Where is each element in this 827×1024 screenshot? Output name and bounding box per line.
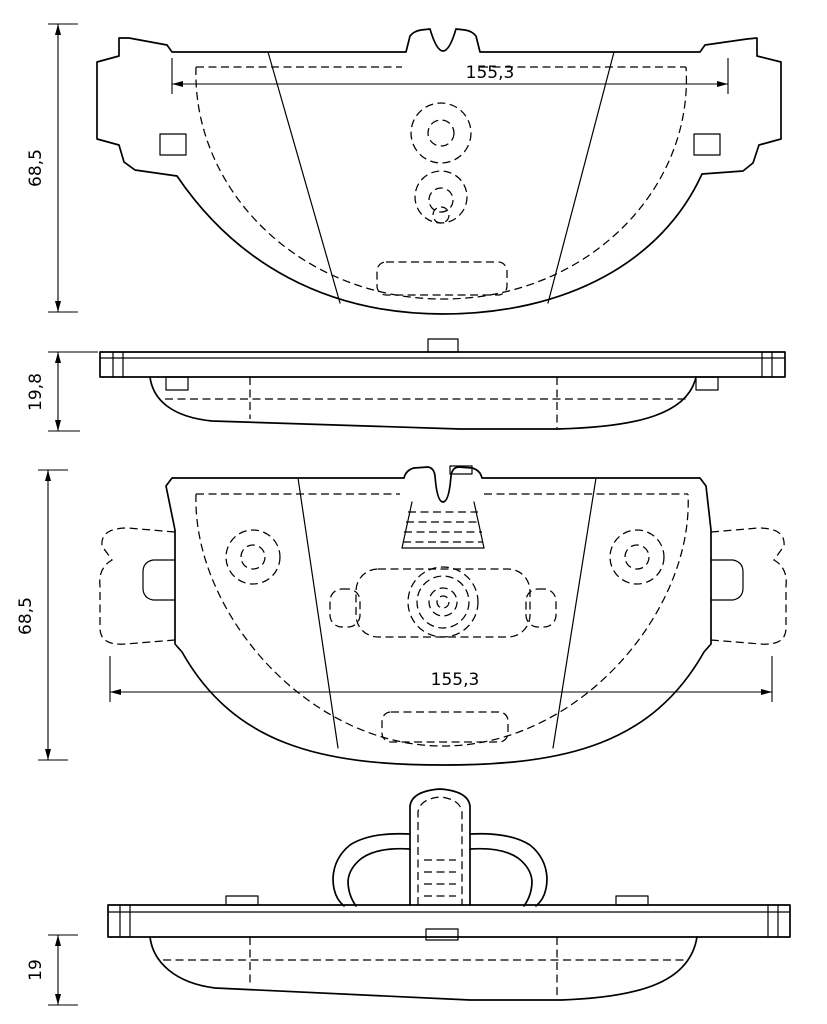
dimension-label-thickness: 19 [26, 959, 46, 981]
lug-guide-hidden-lines [403, 511, 483, 543]
backplate-end-steps [112, 351, 773, 378]
dimension-label-height: 68,5 [16, 597, 36, 635]
backplate-bar [99, 351, 786, 378]
extension-lines [38, 469, 68, 761]
sensor-hole-left-outer [225, 529, 281, 585]
friction-material-profile [149, 376, 697, 430]
hole-inner-top [427, 119, 455, 147]
side-tab-right [695, 376, 719, 391]
height-dimension-left: 68,5 [16, 469, 68, 761]
backplate-outline [96, 28, 782, 315]
thickness-dimension: 19 [26, 934, 78, 1006]
damper-wing-left [329, 588, 361, 628]
clip-wing-right [469, 832, 548, 907]
chamfer-lines [267, 51, 615, 304]
lug-guide-sides [401, 501, 485, 549]
piston-contact-circles [407, 566, 479, 638]
damper-plate-hidden [329, 568, 557, 638]
sensor-hole-left-inner [240, 544, 266, 570]
ear-right-hidden [710, 527, 787, 645]
pad-side-view-top: 19,8 [26, 338, 786, 432]
guide-notch-right [710, 559, 744, 601]
dimension-label-thickness: 19,8 [26, 373, 46, 411]
clip-wing-left [332, 832, 411, 907]
center-holes [410, 102, 472, 224]
piston-circle-3 [428, 587, 458, 617]
sensor-hole-right-inner [624, 544, 650, 570]
friction-hidden-lines [165, 377, 688, 428]
ear-left-hidden [99, 527, 176, 645]
lug-tab [449, 465, 473, 475]
piston-circle-4 [436, 595, 450, 609]
top-tab [427, 338, 459, 353]
extension-lines [48, 351, 98, 432]
extension-lines [171, 58, 729, 94]
bottom-recess-hidden [376, 261, 508, 296]
thickness-dimension: 19,8 [26, 351, 98, 432]
damper-wing-right [525, 588, 557, 628]
hole-outer-bottom [414, 170, 468, 224]
top-tab-left [225, 895, 259, 906]
center-bottom-tab [425, 928, 459, 941]
hole-outer-top [410, 102, 472, 164]
pin-notch-left [159, 133, 187, 156]
top-tab-right [615, 895, 649, 906]
pad-side-view-with-clip: 19 [26, 788, 791, 1006]
clip-column-hidden [417, 796, 463, 905]
sensor-holes [225, 529, 665, 585]
pad-front-view-top: 155,3 68,5 [26, 23, 782, 315]
chamfer-lines [297, 477, 597, 749]
backplate-bar [107, 904, 791, 938]
hole-inner-bottom [428, 187, 454, 213]
width-dimension-inner: 155,3 [109, 656, 773, 702]
backplate-end-steps [119, 904, 779, 938]
backplate-outline [165, 466, 712, 766]
pad-front-view-bottom: 68,5 155,3 [16, 465, 787, 766]
piston-circle-2 [416, 575, 470, 629]
extension-lines [48, 934, 78, 1006]
friction-material-hidden-edge [195, 493, 689, 747]
width-dimension-top: 155,3 [171, 58, 729, 94]
extension-lines [48, 23, 78, 313]
hole-small-bottom [432, 206, 450, 224]
friction-material-hidden-edge [195, 66, 687, 300]
friction-hidden-lines [163, 937, 688, 999]
piston-circle-1 [407, 566, 479, 638]
damper-body [355, 568, 531, 638]
pin-notch-right [693, 133, 721, 156]
side-tab-left [165, 376, 189, 391]
dimension-label-width: 155,3 [466, 63, 515, 83]
bottom-recess-hidden [381, 711, 509, 743]
height-dimension-left: 68,5 [26, 23, 78, 313]
dimension-label-height: 68,5 [26, 149, 46, 187]
dimension-label-width: 155,3 [431, 670, 480, 690]
guide-notch-left [142, 559, 176, 601]
sensor-hole-right-outer [609, 529, 665, 585]
friction-material-profile [149, 936, 698, 1001]
clip-center-column [409, 788, 471, 906]
